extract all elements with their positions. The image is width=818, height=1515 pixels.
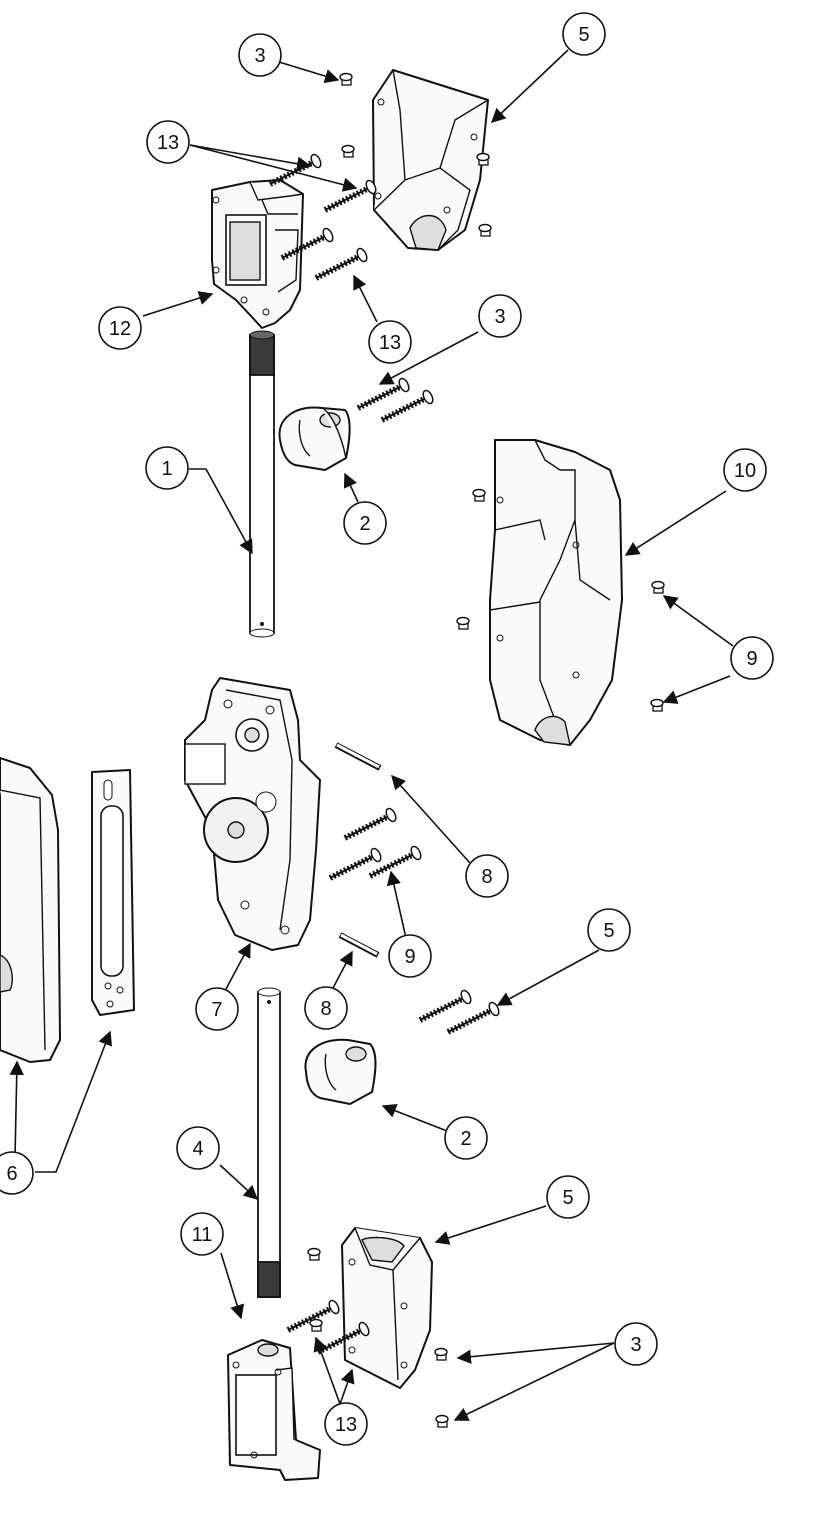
screw-9d xyxy=(650,698,664,712)
callout-label: 2 xyxy=(359,513,370,535)
callout-label: 6 xyxy=(6,1163,17,1185)
callout-label: 3 xyxy=(494,306,505,328)
gasket-plate xyxy=(91,769,135,1016)
callout-balloon: 10 xyxy=(723,448,767,492)
callout-label: 7 xyxy=(211,999,222,1021)
screw-5a xyxy=(420,989,473,1020)
screw-5b xyxy=(448,1001,501,1032)
callout-balloon: 8 xyxy=(304,986,348,1030)
pin-lower xyxy=(338,932,380,958)
screw-9-long-a xyxy=(345,807,398,838)
screw-3c xyxy=(476,152,490,166)
callout-balloon: 13 xyxy=(146,120,190,164)
callout-balloon: 5 xyxy=(546,1175,590,1219)
screw-9a xyxy=(472,488,486,502)
screw-3e xyxy=(307,1247,321,1261)
top-cover-housing xyxy=(372,69,489,251)
callout-balloon: 9 xyxy=(388,934,432,978)
screw-3g xyxy=(434,1347,448,1361)
screw-13b xyxy=(325,179,378,210)
main-chassis xyxy=(184,677,321,951)
callout-balloon: 13 xyxy=(368,320,412,364)
callout-balloon: 2 xyxy=(343,501,387,545)
callout-balloon: 3 xyxy=(614,1322,658,1366)
callout-balloon: 12 xyxy=(98,306,142,350)
screw-9c xyxy=(651,580,665,594)
callout-label: 1 xyxy=(161,458,172,480)
callout-balloon: 3 xyxy=(478,294,522,338)
callout-label: 2 xyxy=(460,1128,471,1150)
lower-clip xyxy=(304,1038,377,1105)
callout-balloon: 2 xyxy=(444,1116,488,1160)
upper-clip xyxy=(278,406,351,471)
callout-label: 8 xyxy=(320,998,331,1020)
pin-upper xyxy=(334,742,382,771)
screw-13d xyxy=(316,247,369,278)
callout-label: 9 xyxy=(404,946,415,968)
leader-lines xyxy=(9,49,734,1421)
lower-rod xyxy=(257,987,281,1298)
screw-3h xyxy=(435,1414,449,1428)
screw-9b xyxy=(456,616,470,630)
callout-label: 13 xyxy=(335,1414,357,1436)
callout-balloon: 11 xyxy=(180,1212,224,1256)
callout-label: 5 xyxy=(578,24,589,46)
callout-balloon: 5 xyxy=(562,12,606,56)
callout-label: 5 xyxy=(562,1187,573,1209)
lower-bracket xyxy=(227,1339,321,1481)
callout-balloon: 7 xyxy=(195,987,239,1031)
callout-balloon: 3 xyxy=(238,33,282,77)
callout-balloon: 9 xyxy=(730,636,774,680)
callout-balloon: 13 xyxy=(324,1402,368,1446)
screw-3a xyxy=(339,72,353,86)
callout-label: 8 xyxy=(481,866,492,888)
callout-balloon: 5 xyxy=(587,908,631,952)
callout-label: 9 xyxy=(746,648,757,670)
callout-label: 11 xyxy=(192,1224,213,1246)
bottom-cover-housing xyxy=(341,1227,433,1389)
screw-3-long-b xyxy=(382,389,435,420)
callout-label: 3 xyxy=(630,1334,641,1356)
callout-balloon: 1 xyxy=(145,446,189,490)
callout-label: 4 xyxy=(192,1138,203,1160)
screw-3d xyxy=(478,223,492,237)
escutcheon xyxy=(0,757,61,1063)
callout-label: 13 xyxy=(157,132,179,154)
callout-label: 10 xyxy=(734,460,756,482)
callout-label: 12 xyxy=(109,318,131,340)
callout-balloon: 4 xyxy=(176,1126,220,1170)
large-side-cover xyxy=(489,439,623,746)
upper-rod xyxy=(249,330,275,638)
screw-3b xyxy=(341,144,355,158)
callout-balloon: 6 xyxy=(0,1151,34,1195)
callout-balloon: 8 xyxy=(465,854,509,898)
callout-label: 5 xyxy=(603,920,614,942)
callout-label: 3 xyxy=(254,45,265,67)
top-latch-bracket xyxy=(211,179,304,329)
callout-label: 13 xyxy=(379,332,401,354)
